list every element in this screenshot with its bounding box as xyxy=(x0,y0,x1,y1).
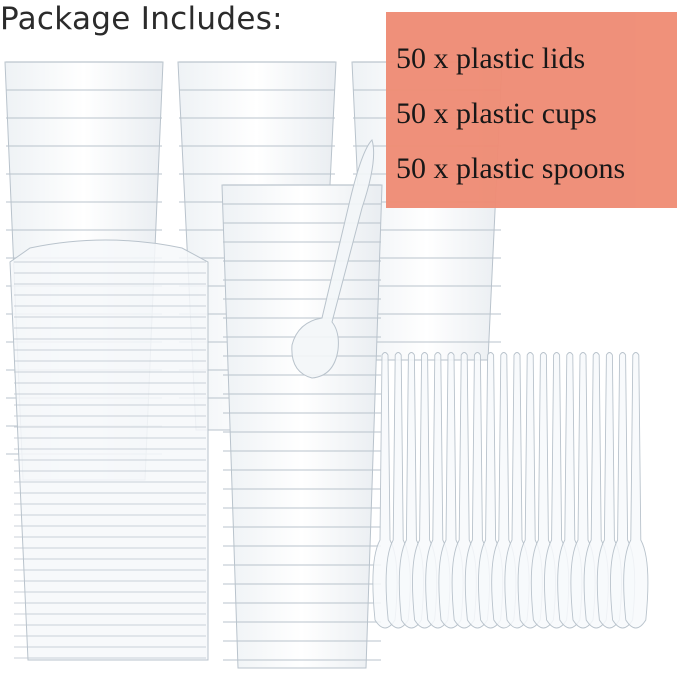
spoon xyxy=(623,352,649,629)
spoon-fan xyxy=(372,352,649,629)
cup-body xyxy=(221,184,383,669)
stacked-lids xyxy=(9,239,209,661)
contents-item-lids: 50 x plastic lids xyxy=(396,42,586,75)
contents-item-spoons: 50 x plastic spoons xyxy=(396,152,626,185)
stacked-cups-front xyxy=(221,184,383,669)
lid-stack-body xyxy=(9,239,209,661)
page-title: Package Includes: xyxy=(0,1,283,37)
contents-panel: 50 x plastic lids 50 x plastic cups 50 x… xyxy=(386,12,677,208)
standing-spoon xyxy=(291,139,375,379)
contents-item-cups: 50 x plastic cups xyxy=(396,97,597,130)
spoon-shape xyxy=(291,139,375,379)
